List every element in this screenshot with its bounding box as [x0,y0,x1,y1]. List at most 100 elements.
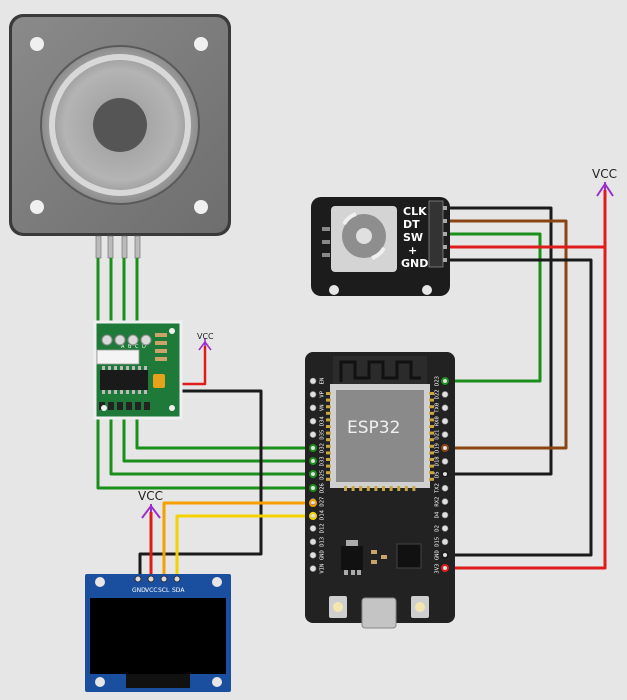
oled-pin-vcc: VCC [145,587,157,594]
rotary-encoder[interactable]: CLK DT SW + GND [311,197,450,296]
esp32-pin-label: EN [320,378,326,385]
esp32-pin-label: D13 [320,537,326,547]
esp32-pin-hole[interactable] [309,404,317,412]
esp32-pin-label: D27 [320,497,326,507]
svg-text:B: B [128,344,132,350]
esp32-pin-label: D19 [435,443,441,453]
esp32-pin-label: D12 [320,523,326,533]
esp32-pin-hole[interactable] [441,525,449,532]
wire-driver-gnd[interactable] [138,389,263,578]
esp32-pin-label: TX0 [435,403,441,413]
esp32-pin-label: D5 [435,471,441,478]
wire-encoder-vcc[interactable] [445,245,607,570]
wire-driver-in2[interactable] [109,415,313,476]
esp32-pin-hole[interactable] [441,391,449,398]
esp32-board[interactable]: ESP32 ENVPVND34D35D32D33D25D26D27D14D12D… [305,352,455,629]
esp32-pin-label: D32 [320,443,326,453]
esp32-pin-label: D26 [320,483,326,493]
esp32-pin-label: D33 [320,456,326,466]
esp32-pin-hole[interactable] [441,498,449,505]
oled-display[interactable]: GND VCC SCL SDA [85,574,231,692]
driver-header [96,349,140,365]
driver-capacitor [153,374,165,388]
esp32-pin-hole[interactable] [309,551,317,559]
motor-mount-hole [30,37,44,51]
esp32-pin-label: GND [320,550,326,560]
svg-text:VCC: VCC [197,332,214,341]
esp32-pin-label: VN [320,404,326,411]
esp32-pin-hole[interactable] [441,511,449,519]
esp32-pin-label: D18 [435,456,441,466]
esp32-pin-label: D34 [320,416,326,427]
esp32-pin-label: VP [320,390,326,397]
svg-text:VCC: VCC [138,489,163,503]
wire-oled-sda[interactable] [175,514,313,578]
esp32-voltage-regulator [341,546,363,570]
esp32-pin-label: D2 [435,525,441,532]
encoder-pin-plus: + [408,244,417,257]
esp32-pin-label: RX0 [435,416,441,426]
esp32-pin-hole[interactable] [441,538,449,546]
esp32-pin-hole[interactable] [309,525,317,532]
esp32-pin-hole[interactable] [441,458,449,465]
oled-vcc-symbol: VCC [138,489,163,519]
svg-text:A: A [121,344,125,350]
motor-mount-hole [194,200,208,214]
esp32-pin-label: D23 [435,376,441,386]
oled-pin-sda: SDA [172,587,185,594]
wire-driver-in4[interactable] [135,415,313,450]
esp32-pin-label: 3V3 [435,564,441,574]
encoder-pin-clk: CLK [403,205,427,218]
stepper-driver-board[interactable]: A B C D [93,320,183,420]
wire-encoder-dt[interactable] [445,219,568,450]
wire-encoder-clk[interactable] [445,206,553,476]
encoder-pin-dt: DT [403,218,420,231]
esp32-usb-port[interactable] [361,597,397,629]
stepper-motor[interactable] [9,14,231,259]
esp32-pin-label: D21 [435,430,441,440]
wire-encoder-gnd[interactable] [445,258,593,557]
esp32-antenna [339,360,421,382]
esp32-boot-button[interactable] [411,596,429,618]
esp32-pin-label: TX2 [435,483,441,493]
esp32-pin-label: D22 [435,389,441,399]
esp32-title: ESP32 [347,418,400,438]
esp32-usb-chip [396,543,422,569]
motor-mount-hole [194,37,208,51]
esp32-pin-label: VIN [320,564,326,574]
esp32-pin-hole[interactable] [441,404,449,412]
driver-ic-chip [100,370,148,390]
oled-screen [90,598,226,674]
esp32-pin-hole[interactable] [309,431,317,438]
esp32-pin-label: D4 [435,511,441,518]
encoder-vcc-symbol: VCC [592,167,617,197]
encoder-pin-gnd: GND [401,257,428,270]
wire-driver-in1[interactable] [96,415,313,490]
wire-driver-in3[interactable] [122,415,313,463]
wire-oled-scl[interactable] [162,501,313,578]
motor-shaft [93,98,147,152]
esp32-en-button[interactable] [329,596,347,618]
esp32-pin-label: RX2 [435,497,441,507]
esp32-pin-hole[interactable] [309,565,317,572]
esp32-pin-hole[interactable] [309,417,317,425]
wire-endpoints [309,377,449,572]
esp32-pin-hole[interactable] [309,538,317,546]
wire-encoder-sw[interactable] [445,232,542,383]
esp32-pin-hole[interactable] [309,377,317,385]
driver-led [127,334,139,346]
svg-text:D: D [142,344,146,350]
wires [96,190,607,578]
esp32-pin-label: D14 [320,509,326,520]
driver-led [101,334,113,346]
esp32-pin-hole[interactable] [309,391,317,398]
esp32-pin-hole[interactable] [441,431,449,438]
esp32-pin-hole[interactable] [441,484,449,492]
motor-pin [95,235,102,259]
driver-led [140,334,152,346]
motor-pin [121,235,128,259]
esp32-pin-hole[interactable] [441,417,449,425]
driver-vcc-symbol: VCC [197,332,214,351]
motor-mount-hole [30,200,44,214]
